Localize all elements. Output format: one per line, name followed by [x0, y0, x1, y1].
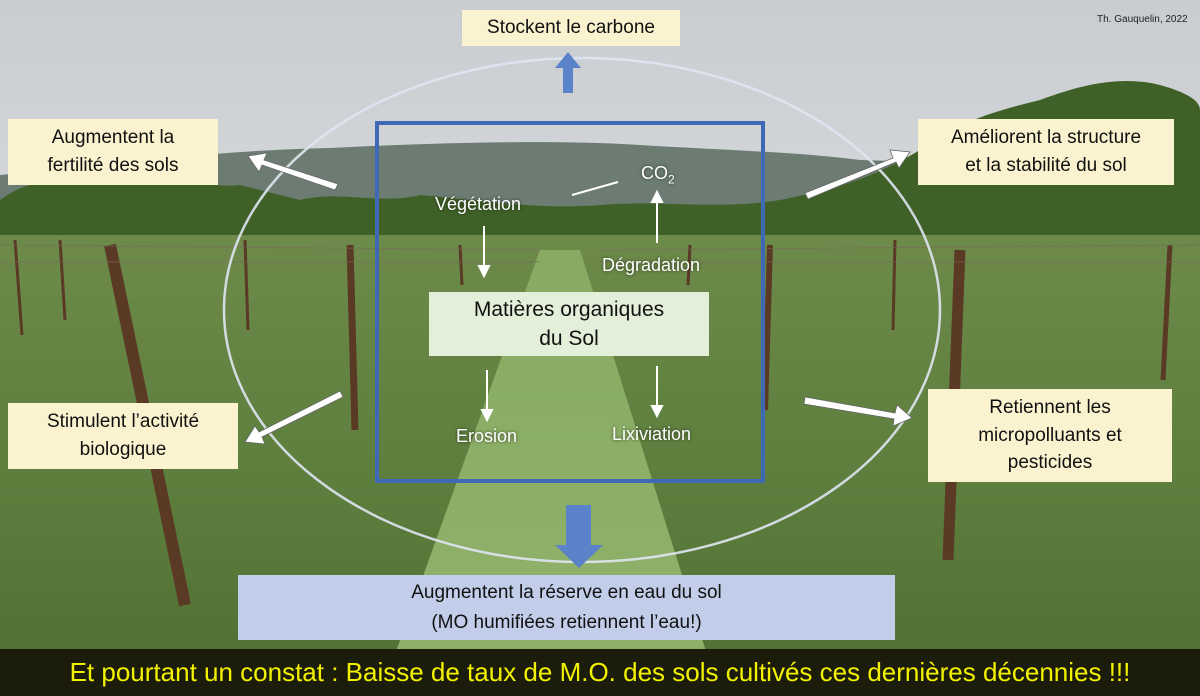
trellis-wires [0, 244, 1200, 263]
soil-organic-matter-line2: du Sol [539, 327, 599, 350]
central-frame [375, 121, 765, 483]
effect-pollutant-retention-line1: Retiennent les [989, 397, 1111, 419]
white-arrows [244, 149, 913, 445]
soil-organic-matter-box: Matières organiques du Sol [429, 292, 709, 356]
effect-soil-fertility: Augmentent la fertilité des sols [8, 119, 218, 185]
process-arrows [477, 181, 664, 423]
arrow-up-icon [555, 52, 581, 93]
effect-soil-fertility-line1: Augmentent la [51, 127, 175, 149]
block-arrows [555, 52, 603, 568]
tree-line [0, 80, 1200, 250]
label-co2: CO2 [641, 163, 675, 187]
effect-soil-structure-line1: Améliorent la structure [950, 127, 1142, 149]
effect-biological-activity: Stimulent l’activité biologique [8, 403, 238, 469]
label-degradation: Dégradation [602, 255, 701, 275]
effect-soil-structure: Améliorent la structure et la stabilité … [918, 119, 1174, 185]
effect-pollutant-retention-line2: micropolluants et [978, 424, 1122, 446]
effect-carbon-storage-text: Stockent le carbone [487, 17, 655, 39]
effect-water-reserve: Augmentent la réserve en eau du sol (MO … [238, 575, 895, 640]
label-vegetation: Végétation [435, 194, 522, 214]
effect-soil-structure-line2: et la stabilité du sol [965, 155, 1127, 176]
conclusion-banner-text: Et pourtant un constat : Baisse de taux … [69, 657, 1131, 687]
label-erosion: Erosion [456, 426, 518, 446]
effect-soil-fertility-line2: fertilité des sols [47, 155, 179, 176]
arrow-down-icon [555, 505, 603, 568]
effect-biological-activity-line1: Stimulent l’activité [46, 411, 200, 433]
effect-water-reserve-line2: (MO humifiées retiennent l’eau!) [431, 611, 702, 633]
label-co2-sub: 2 [668, 172, 675, 187]
label-co2-main: CO [641, 163, 668, 183]
effect-pollutant-retention-line3: pesticides [1007, 452, 1093, 474]
effect-water-reserve-line1: Augmentent la réserve en eau du sol [411, 582, 722, 604]
label-lixiviation: Lixiviation [612, 424, 692, 444]
arrow-left-bottom-icon [244, 390, 344, 445]
effect-carbon-storage: Stockent le carbone [462, 10, 680, 46]
soil-organic-matter-line1: Matières organiques [473, 297, 665, 321]
effect-pollutant-retention: Retiennent les micropolluants et pestici… [928, 389, 1172, 482]
conclusion-banner: Et pourtant un constat : Baisse de taux … [0, 649, 1200, 696]
arrow-left-top-icon [247, 152, 339, 191]
author-credit: Th. Gauquelin, 2022 [1097, 14, 1188, 25]
effect-biological-activity-line2: biologique [79, 439, 167, 460]
arrow-right-top-icon [804, 149, 911, 200]
arrow-right-bottom-icon [803, 396, 913, 427]
